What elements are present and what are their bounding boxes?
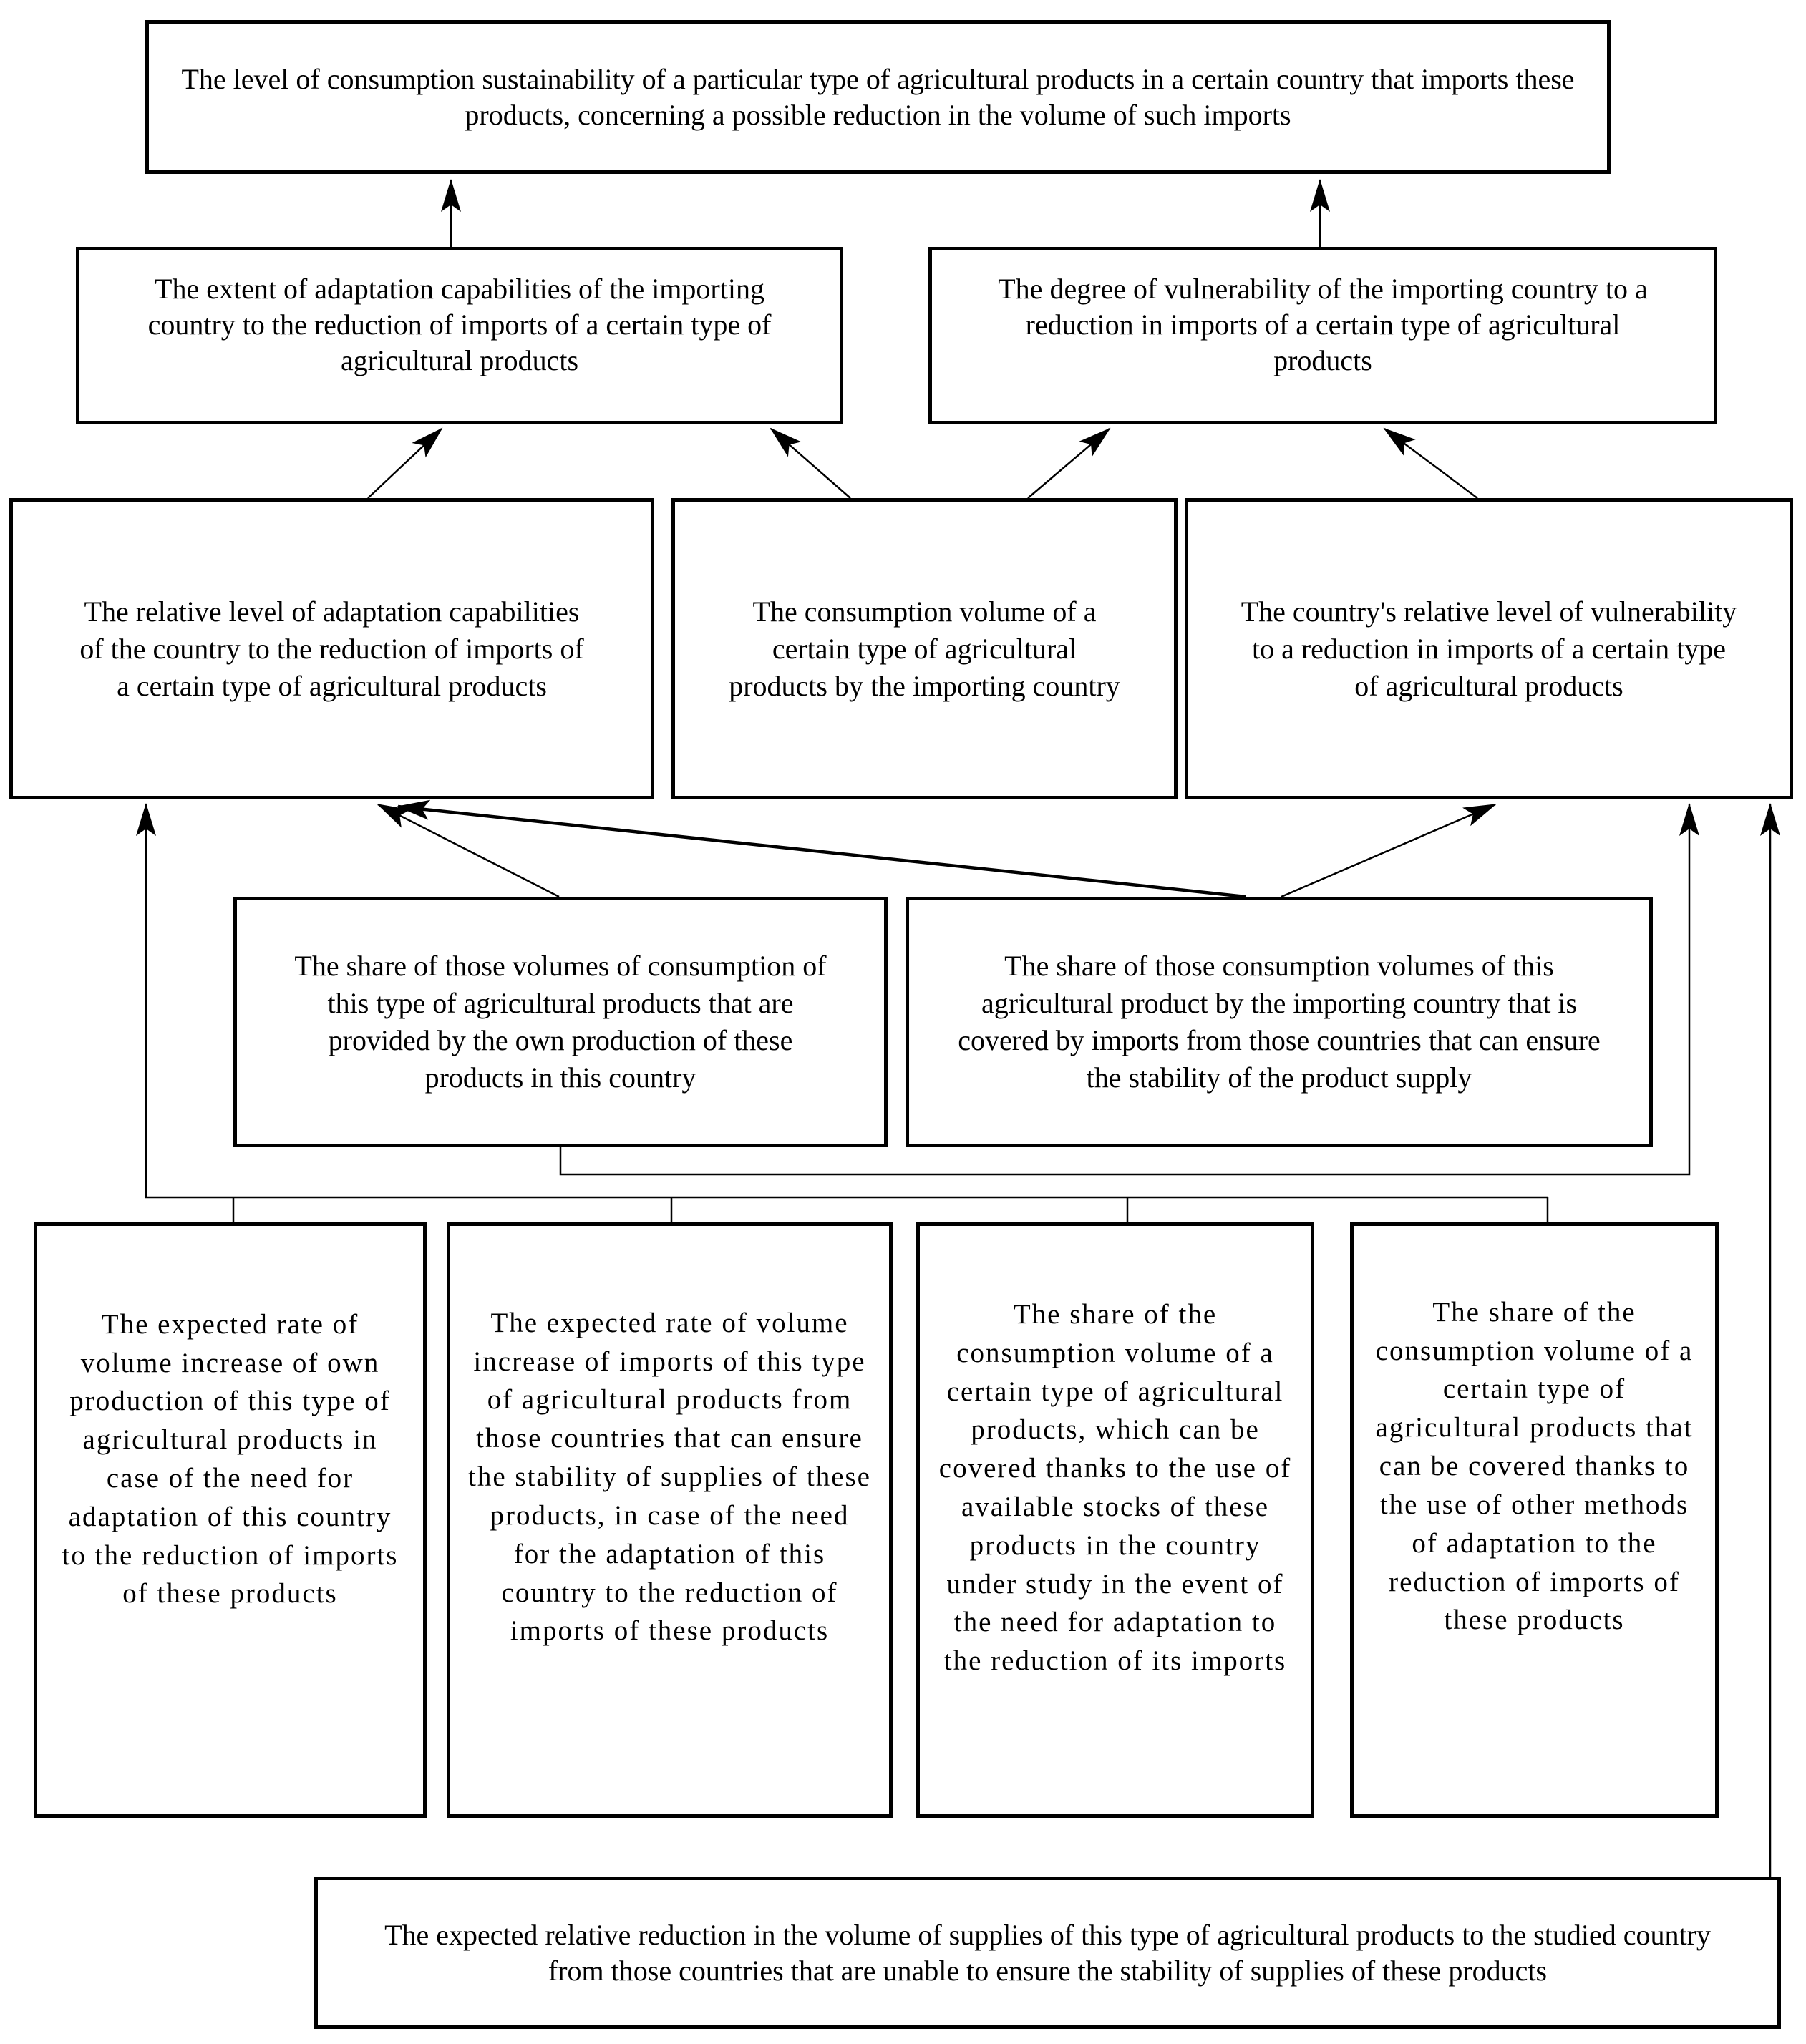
arrow-own-production-share-to-adaptation [377,803,560,898]
box-adaptation-extent-text: The extent of adaptation capabilities of… [147,273,772,376]
box-adaptation-relative-level: The relative level of adaptation capabil… [9,498,654,799]
box-consumption-volume: The consumption volume of a certain type… [671,498,1178,799]
box-adaptation-extent: The extent of adaptation capabilities of… [76,247,843,424]
box-top-level-sustainability-text: The level of consumption sustainability … [181,62,1575,131]
box-other-methods-coverage-share-text: The share of the consumption volume of a… [1375,1296,1694,1636]
arrow-vulnerability-relative-to-degree [1383,427,1478,500]
box-imports-growth-rate-text: The expected rate of volume increase of … [467,1307,871,1647]
arrow-consumption-to-vulnerability [1027,427,1111,499]
box-stocks-coverage-share-text: The share of the consumption volume of a… [938,1298,1292,1677]
arrow-stable-imports-share-to-vulnerability [1281,803,1497,898]
arrow-consumption-to-extent [770,427,851,499]
arrow-stable-imports-share-to-adaptation [397,799,1246,899]
box-stocks-coverage-share: The share of the consumption volume of a… [916,1222,1314,1818]
box-vulnerability-relative-level: The country's relative level of vulnerab… [1185,498,1793,799]
box-own-production-growth-rate-text: The expected rate of volume increase of … [62,1308,399,1610]
box-imports-growth-rate: The expected rate of volume increase of … [447,1222,893,1818]
box-own-production-growth-rate: The expected rate of volume increase of … [34,1222,427,1818]
box-stable-imports-share: The share of those consumption volumes o… [906,897,1653,1147]
box-own-production-share-text: The share of those volumes of consumptio… [294,950,827,1094]
box-vulnerability-degree-text: The degree of vulnerability of the impor… [998,273,1648,376]
box-stable-imports-share-text: The share of those consumption volumes o… [958,950,1601,1094]
box-adaptation-relative-level-text: The relative level of adaptation capabil… [79,595,584,702]
box-top-level-sustainability: The level of consumption sustainability … [145,20,1611,174]
box-vulnerability-relative-level-text: The country's relative level of vulnerab… [1241,595,1737,702]
box-other-methods-coverage-share: The share of the consumption volume of a… [1350,1222,1719,1818]
box-consumption-volume-text: The consumption volume of a certain type… [729,595,1120,702]
box-expected-supply-reduction: The expected relative reduction in the v… [314,1877,1781,2029]
arrow-adaptation-relative-to-extent [367,427,443,499]
box-expected-supply-reduction-text: The expected relative reduction in the v… [384,1918,1711,1987]
box-vulnerability-degree: The degree of vulnerability of the impor… [928,247,1717,424]
box-own-production-share: The share of those volumes of consumptio… [233,897,888,1147]
